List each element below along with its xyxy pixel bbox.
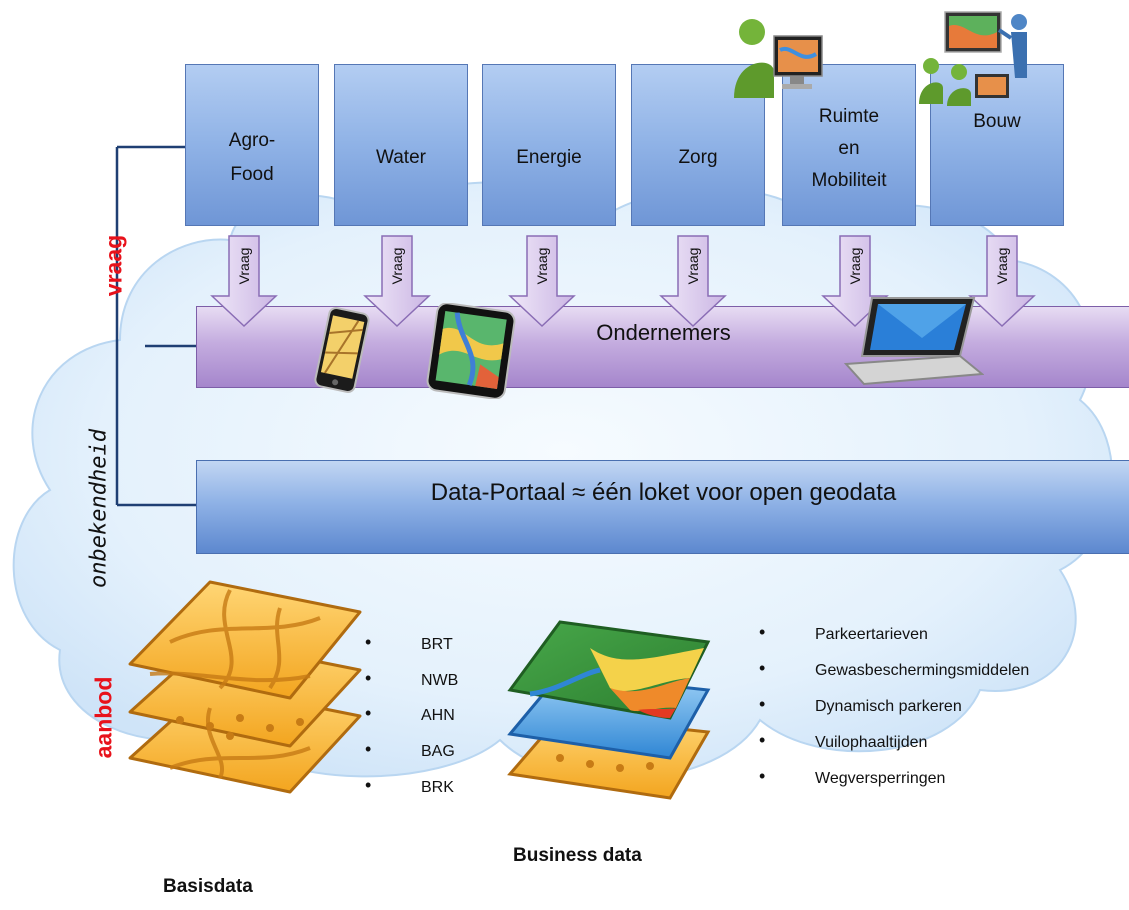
bullet-icon: • bbox=[759, 694, 766, 714]
bullet-icon: • bbox=[759, 658, 766, 678]
sector-ruimte-en-mobiliteit: Ruimte en Mobiliteit bbox=[782, 64, 916, 226]
business-data-item: Vuilophaaltijden bbox=[815, 734, 928, 751]
sector-energie: Energie bbox=[482, 64, 616, 226]
data-portal-bar: Data-Portaal ≈ één loket voor open geoda… bbox=[196, 460, 1129, 554]
person-at-computer-icon bbox=[734, 19, 823, 98]
vraag-arrow-water bbox=[363, 235, 431, 328]
business-data-item: Parkeertarieven bbox=[815, 626, 928, 643]
bullet-icon: • bbox=[365, 739, 372, 759]
side-label-onbekendheid: onbekendheid bbox=[86, 429, 112, 588]
basisdata-item: NWB bbox=[421, 672, 459, 689]
tablet-icon bbox=[426, 303, 516, 399]
bullet-icon: • bbox=[759, 622, 766, 642]
vraag-label-bouw: Vraag bbox=[994, 247, 1010, 285]
business-data-map-stack-icon bbox=[507, 620, 711, 800]
business-data-item: Wegversperringen bbox=[815, 770, 946, 787]
vraag-arrow-energie bbox=[508, 235, 576, 328]
business-data-caption: Business data bbox=[513, 845, 642, 866]
basisdata-item: AHN bbox=[421, 707, 455, 724]
basisdata-item: BRK bbox=[421, 779, 454, 796]
vraag-label-agro-food: Vraag bbox=[236, 247, 252, 285]
bullet-icon: • bbox=[365, 775, 372, 795]
basisdata-item: BAG bbox=[421, 743, 455, 760]
laptop-icon bbox=[843, 297, 984, 386]
basisdata-item: BRT bbox=[421, 636, 453, 653]
ondernemers-label: Ondernemers bbox=[596, 320, 731, 345]
smartphone-icon bbox=[314, 307, 370, 393]
bullet-icon: • bbox=[759, 766, 766, 786]
bullet-icon: • bbox=[365, 632, 372, 652]
sector-agro-food: Agro- Food bbox=[185, 64, 319, 226]
bullet-icon: • bbox=[365, 668, 372, 688]
basisdata-map-stack-icon bbox=[128, 580, 362, 794]
business-data-item: Dynamisch parkeren bbox=[815, 698, 962, 715]
vraag-label-zorg: Vraag bbox=[685, 247, 701, 285]
presentation-people-icon bbox=[919, 11, 1027, 106]
vraag-arrow-zorg bbox=[659, 235, 727, 328]
data-portal-label: Data-Portaal ≈ één loket voor open geoda… bbox=[430, 479, 897, 506]
business-data-item: Gewasbeschermingsmiddelen bbox=[815, 662, 1030, 679]
sector-water: Water bbox=[334, 64, 468, 226]
vraag-label-water: Vraag bbox=[389, 247, 405, 285]
basisdata-caption: Basisdata bbox=[163, 876, 253, 897]
sector-zorg: Zorg bbox=[631, 64, 765, 226]
vraag-arrow-agro-food bbox=[210, 235, 278, 328]
vraag-arrow-bouw bbox=[968, 235, 1036, 328]
vraag-label-ruimte: Vraag bbox=[847, 247, 863, 285]
bullet-icon: • bbox=[365, 703, 372, 723]
bullet-icon: • bbox=[759, 730, 766, 750]
side-label-vraag: vraag bbox=[100, 234, 127, 297]
vraag-label-energie: Vraag bbox=[534, 247, 550, 285]
